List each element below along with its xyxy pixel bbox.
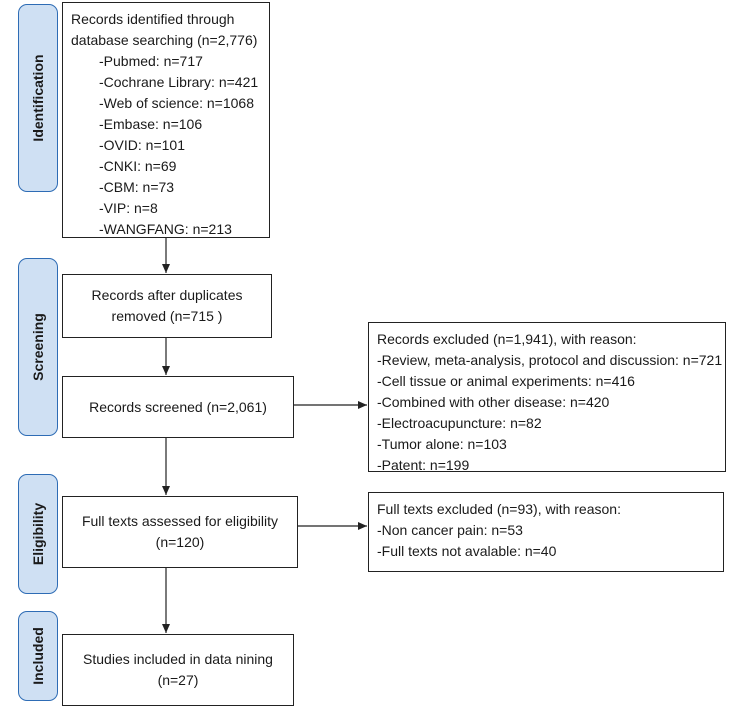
records-identified-box: Records identified through database sear… [62, 2, 270, 238]
exclusion-reason: -Combined with other disease: n=420 [377, 394, 610, 410]
records-identified-heading-2: database searching (n=2,776) [71, 32, 258, 48]
records-excluded-box: Records excluded (n=1,941), with reason:… [368, 322, 726, 473]
full-text-exclusion-reason: -Non cancer pain: n=53 [377, 522, 523, 538]
studies-included-box: Studies included in data nining (n=27) [62, 634, 294, 706]
full-texts-excluded-box: Full texts excluded (n=93), with reason:… [368, 492, 724, 572]
studies-included-line-1: Studies included in data nining [83, 651, 273, 667]
records-screened-label: Records screened (n=2,061) [89, 398, 267, 415]
full-texts-assessed-line-2: (n=120) [155, 534, 205, 550]
source-item: -Web of science: n=1068 [99, 95, 255, 111]
full-texts-assessed-box: Full texts assessed for eligibility (n=1… [62, 496, 298, 568]
exclusion-reason: -Electroacupuncture: n=82 [377, 415, 542, 431]
exclusion-reason: -Tumor alone: n=103 [377, 436, 507, 452]
records-screened-box: Records screened (n=2,061) [62, 376, 294, 438]
source-item: -WANGFANG: n=213 [99, 221, 232, 237]
source-item: -OVID: n=101 [99, 137, 185, 153]
source-item: -Pubmed: n=717 [99, 53, 203, 69]
after-duplicates-box: Records after duplicates removed (n=715 … [62, 274, 272, 338]
stage-included: Included [18, 611, 58, 701]
records-excluded-heading: Records excluded (n=1,941), with reason: [377, 331, 637, 347]
studies-included-line-2: (n=27) [157, 672, 199, 688]
after-duplicates-line-2: removed (n=715 ) [111, 308, 223, 324]
stage-screening: Screening [18, 258, 58, 436]
records-identified-heading-1: Records identified through [71, 11, 235, 27]
stage-identification: Identification [18, 4, 58, 192]
source-item: -VIP: n=8 [99, 200, 158, 216]
full-text-exclusion-reason: -Full texts not avalable: n=40 [377, 543, 557, 559]
exclusion-reason: -Cell tissue or animal experiments: n=41… [377, 373, 635, 389]
source-item: -CNKI: n=69 [99, 158, 177, 174]
full-texts-assessed-line-1: Full texts assessed for eligibility [81, 513, 279, 529]
exclusion-reason: -Patent: n=199 [377, 457, 470, 473]
full-texts-excluded-heading: Full texts excluded (n=93), with reason: [377, 501, 621, 517]
exclusion-reason: -Review, meta-analysis, protocol and dis… [377, 352, 723, 368]
source-item: -CBM: n=73 [99, 179, 175, 195]
source-item: -Cochrane Library: n=421 [99, 74, 259, 90]
after-duplicates-line-1: Records after duplicates [91, 287, 243, 303]
source-item: -Embase: n=106 [99, 116, 203, 132]
stage-eligibility: Eligibility [18, 474, 58, 594]
